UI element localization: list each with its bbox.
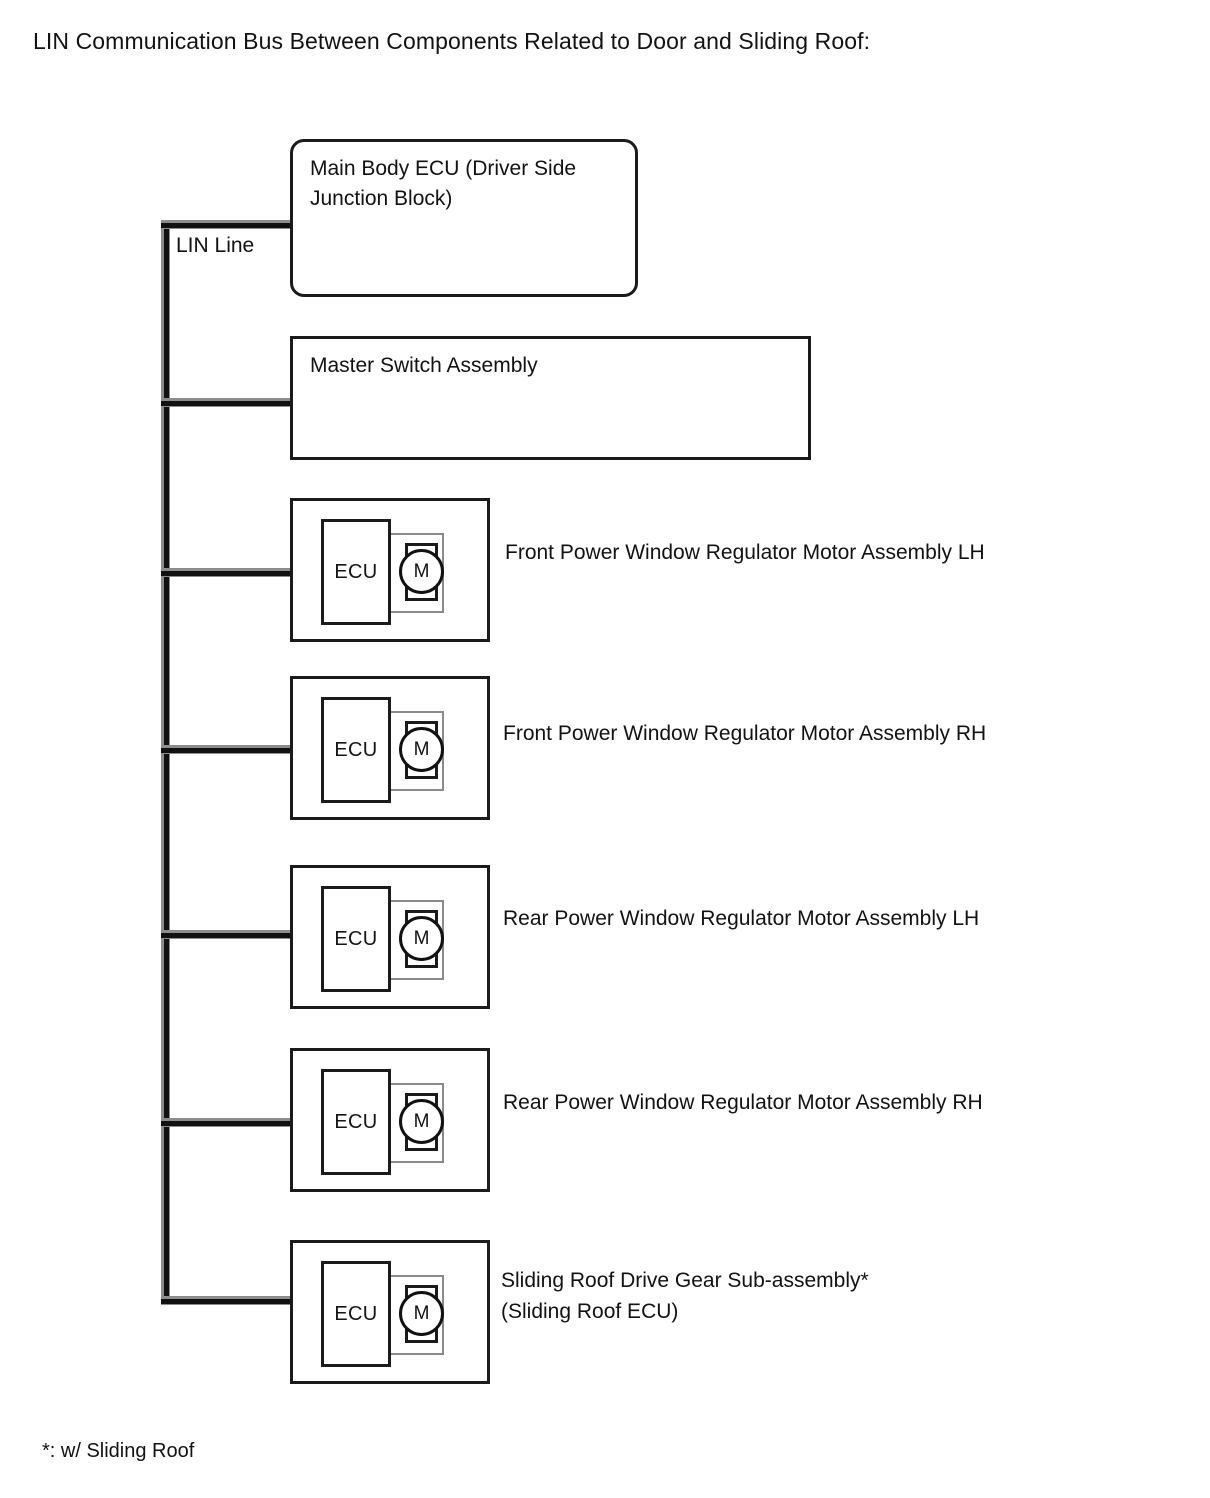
motor-wire-bottom xyxy=(391,611,444,613)
component-label-rear-power-window-lh: Rear Power Window Regulator Motor Assemb… xyxy=(503,907,980,930)
page-title: LIN Communication Bus Between Components… xyxy=(33,28,871,54)
node-main-body-ecu-label: Main Body ECU (Driver Side Junction Bloc… xyxy=(310,157,577,210)
motor-unit-rear-power-window-rh[interactable]: ECU M xyxy=(290,1048,490,1192)
ecu-label: ECU xyxy=(334,738,378,761)
motor-unit-front-power-window-lh[interactable]: ECU M xyxy=(290,498,490,642)
motor-unit-sliding-roof-drive-gear[interactable]: ECU M xyxy=(290,1240,490,1384)
ecu-block-rear-power-window-rh: ECU xyxy=(321,1069,391,1175)
motor-wire-top xyxy=(391,1083,444,1085)
bus-stub-master-switch-assembly xyxy=(161,398,297,407)
ecu-block-front-power-window-lh: ECU xyxy=(321,519,391,625)
bus-stub-rear-power-window-lh xyxy=(161,930,297,939)
ecu-block-rear-power-window-lh: ECU xyxy=(321,886,391,992)
bus-stub-rear-power-window-rh xyxy=(161,1118,297,1127)
ecu-block-sliding-roof-drive-gear: ECU xyxy=(321,1261,391,1367)
motor-wire-bottom xyxy=(391,1353,444,1355)
bus-stub-front-power-window-lh xyxy=(161,568,297,577)
motor-unit-rear-power-window-lh[interactable]: ECU M xyxy=(290,865,490,1009)
motor-label: M xyxy=(413,1302,430,1324)
bus-stub-main-body-ecu xyxy=(161,220,297,229)
motor-icon: M xyxy=(399,727,444,772)
motor-icon: M xyxy=(399,916,444,961)
ecu-label: ECU xyxy=(334,560,378,583)
motor-label: M xyxy=(413,1110,430,1132)
motor-wire-bottom xyxy=(391,978,444,980)
ecu-label: ECU xyxy=(334,927,378,950)
ecu-label: ECU xyxy=(334,1110,378,1133)
motor-label: M xyxy=(413,927,430,949)
bus-stub-front-power-window-rh xyxy=(161,745,297,754)
footnote-sliding-roof: *: w/ Sliding Roof xyxy=(42,1440,195,1462)
node-main-body-ecu[interactable]: Main Body ECU (Driver Side Junction Bloc… xyxy=(290,139,638,297)
motor-wire-bottom xyxy=(391,789,444,791)
bus-stub-sliding-roof-drive-gear xyxy=(161,1296,297,1305)
lin-bus-trunk-line xyxy=(161,220,170,1305)
component-label-sliding-roof-drive-gear: Sliding Roof Drive Gear Sub-assembly* (S… xyxy=(501,1269,869,1323)
component-label-front-power-window-lh: Front Power Window Regulator Motor Assem… xyxy=(505,541,985,564)
motor-wire-top xyxy=(391,1275,444,1277)
motor-icon: M xyxy=(399,549,444,594)
motor-unit-front-power-window-rh[interactable]: ECU M xyxy=(290,676,490,820)
component-label-rear-power-window-rh: Rear Power Window Regulator Motor Assemb… xyxy=(503,1091,983,1114)
motor-label: M xyxy=(413,738,430,760)
ecu-label: ECU xyxy=(334,1302,378,1325)
motor-label: M xyxy=(413,560,430,582)
motor-icon: M xyxy=(399,1291,444,1336)
motor-wire-top xyxy=(391,900,444,902)
node-master-switch-assembly[interactable]: Master Switch Assembly xyxy=(290,336,811,460)
motor-wire-top xyxy=(391,533,444,535)
component-label-front-power-window-rh: Front Power Window Regulator Motor Assem… xyxy=(503,722,987,745)
motor-icon: M xyxy=(399,1099,444,1144)
motor-wire-bottom xyxy=(391,1161,444,1163)
motor-wire-top xyxy=(391,711,444,713)
ecu-block-front-power-window-rh: ECU xyxy=(321,697,391,803)
lin-line-label: LIN Line xyxy=(176,234,255,257)
node-master-switch-assembly-label: Master Switch Assembly xyxy=(310,354,538,377)
